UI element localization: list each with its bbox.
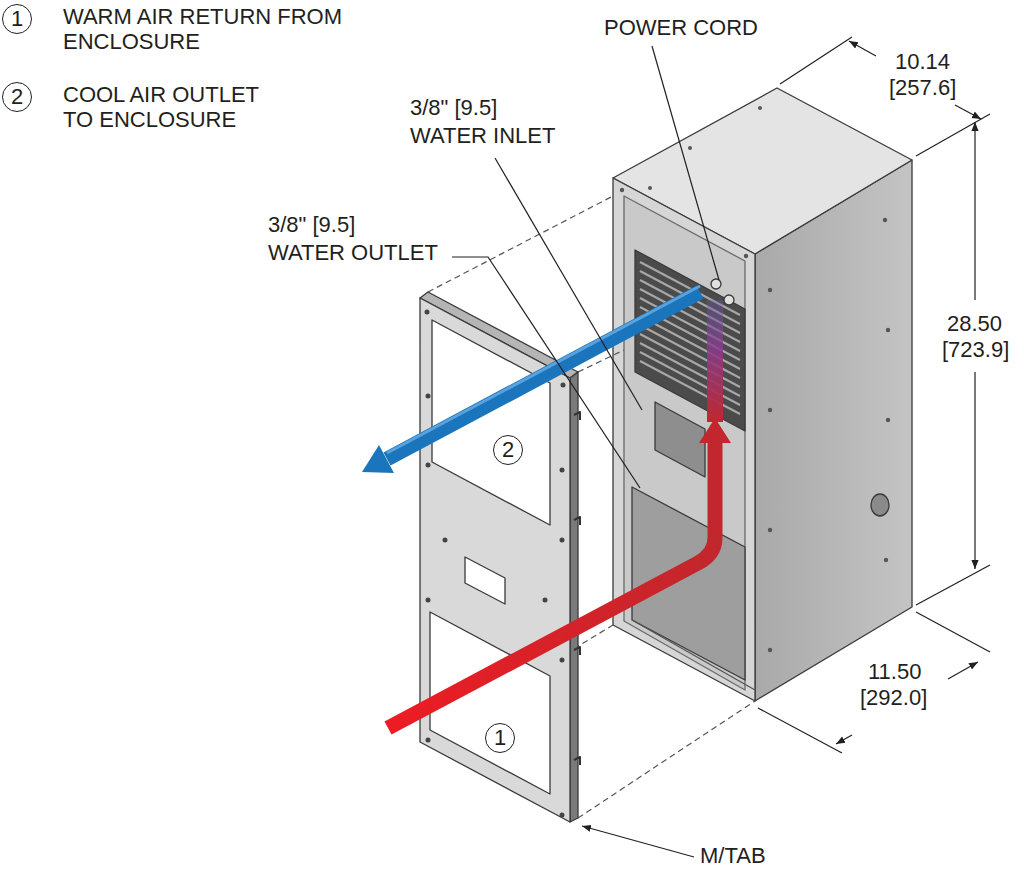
part-label: M/TAB	[698, 844, 768, 868]
dimension: [723.9]	[940, 338, 1011, 362]
leader-lines	[452, 46, 719, 857]
cabinet	[613, 88, 912, 701]
callout-number: 1	[485, 723, 515, 753]
part-label: POWER CORD	[602, 16, 760, 40]
size-label: 3/8" [9.5]	[408, 96, 499, 120]
dimension: 11.50	[866, 660, 923, 684]
dimension-lines	[758, 37, 990, 753]
dimension: [292.0]	[858, 686, 929, 710]
part-label: WATER INLET	[408, 124, 557, 148]
callout-number: 2	[493, 435, 523, 465]
callout-key: 2COOL AIR OUTLET TO ENCLOSURE	[2, 82, 32, 112]
callout-number: 2	[11, 86, 23, 108]
part-label: WATER OUTLET	[266, 241, 440, 265]
dimension: 10.14	[893, 50, 952, 74]
callout-number: 2	[502, 439, 514, 461]
size-label: 3/8" [9.5]	[266, 213, 357, 237]
dimension: [257.6]	[887, 76, 958, 100]
callout-number: 1	[494, 727, 506, 749]
legend-description: WARM AIR RETURN FROM ENCLOSURE	[63, 4, 398, 54]
dimension: 28.50	[945, 312, 1004, 336]
legend-description: COOL AIR OUTLET TO ENCLOSURE	[63, 82, 278, 132]
callout-key: 1WARM AIR RETURN FROM ENCLOSURE	[2, 4, 32, 34]
warm-air-arrow	[388, 300, 731, 728]
cool-air-arrow	[362, 286, 700, 473]
callout-number: 1	[11, 8, 23, 30]
